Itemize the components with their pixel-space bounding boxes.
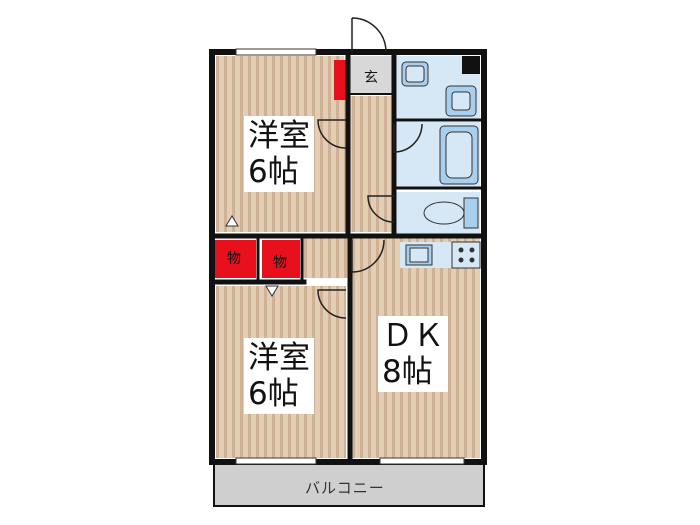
door-markers bbox=[225, 215, 279, 297]
storage-right-label: 物 bbox=[273, 255, 287, 271]
doors bbox=[317, 17, 423, 319]
balcony-label: バルコニー bbox=[305, 479, 385, 497]
toilet bbox=[423, 197, 479, 229]
western-room-lower-name: 洋室 bbox=[248, 340, 310, 376]
dk-name: ＤＫ bbox=[382, 318, 444, 354]
western-room-upper-name: 洋室 bbox=[248, 118, 310, 154]
storage-left-label: 物 bbox=[227, 251, 241, 267]
storage-left bbox=[214, 240, 256, 278]
western-room-upper-label: 洋室 6帖 bbox=[244, 116, 314, 192]
dk-size: 8帖 bbox=[382, 354, 433, 390]
storage-right bbox=[262, 240, 300, 278]
western-room-lower-size: 6帖 bbox=[248, 376, 299, 412]
western-room-upper-size: 6帖 bbox=[248, 154, 299, 190]
walls bbox=[209, 49, 487, 465]
bathtub bbox=[439, 125, 479, 185]
shoe-closet bbox=[334, 60, 346, 100]
kitchen-sink bbox=[405, 244, 433, 266]
washer-space bbox=[401, 61, 429, 87]
corridor-floor bbox=[302, 238, 352, 278]
western-room-lower-label: 洋室 6帖 bbox=[244, 338, 314, 414]
washbasin bbox=[445, 85, 477, 117]
windows bbox=[235, 48, 465, 465]
entrance-floor bbox=[350, 56, 394, 94]
stove bbox=[451, 241, 481, 269]
balcony bbox=[213, 463, 485, 507]
entrance-label: 玄 bbox=[364, 70, 378, 86]
hall-floor bbox=[344, 96, 392, 232]
pipe-shaft bbox=[462, 56, 480, 74]
dk-label: ＤＫ 8帖 bbox=[378, 316, 448, 392]
